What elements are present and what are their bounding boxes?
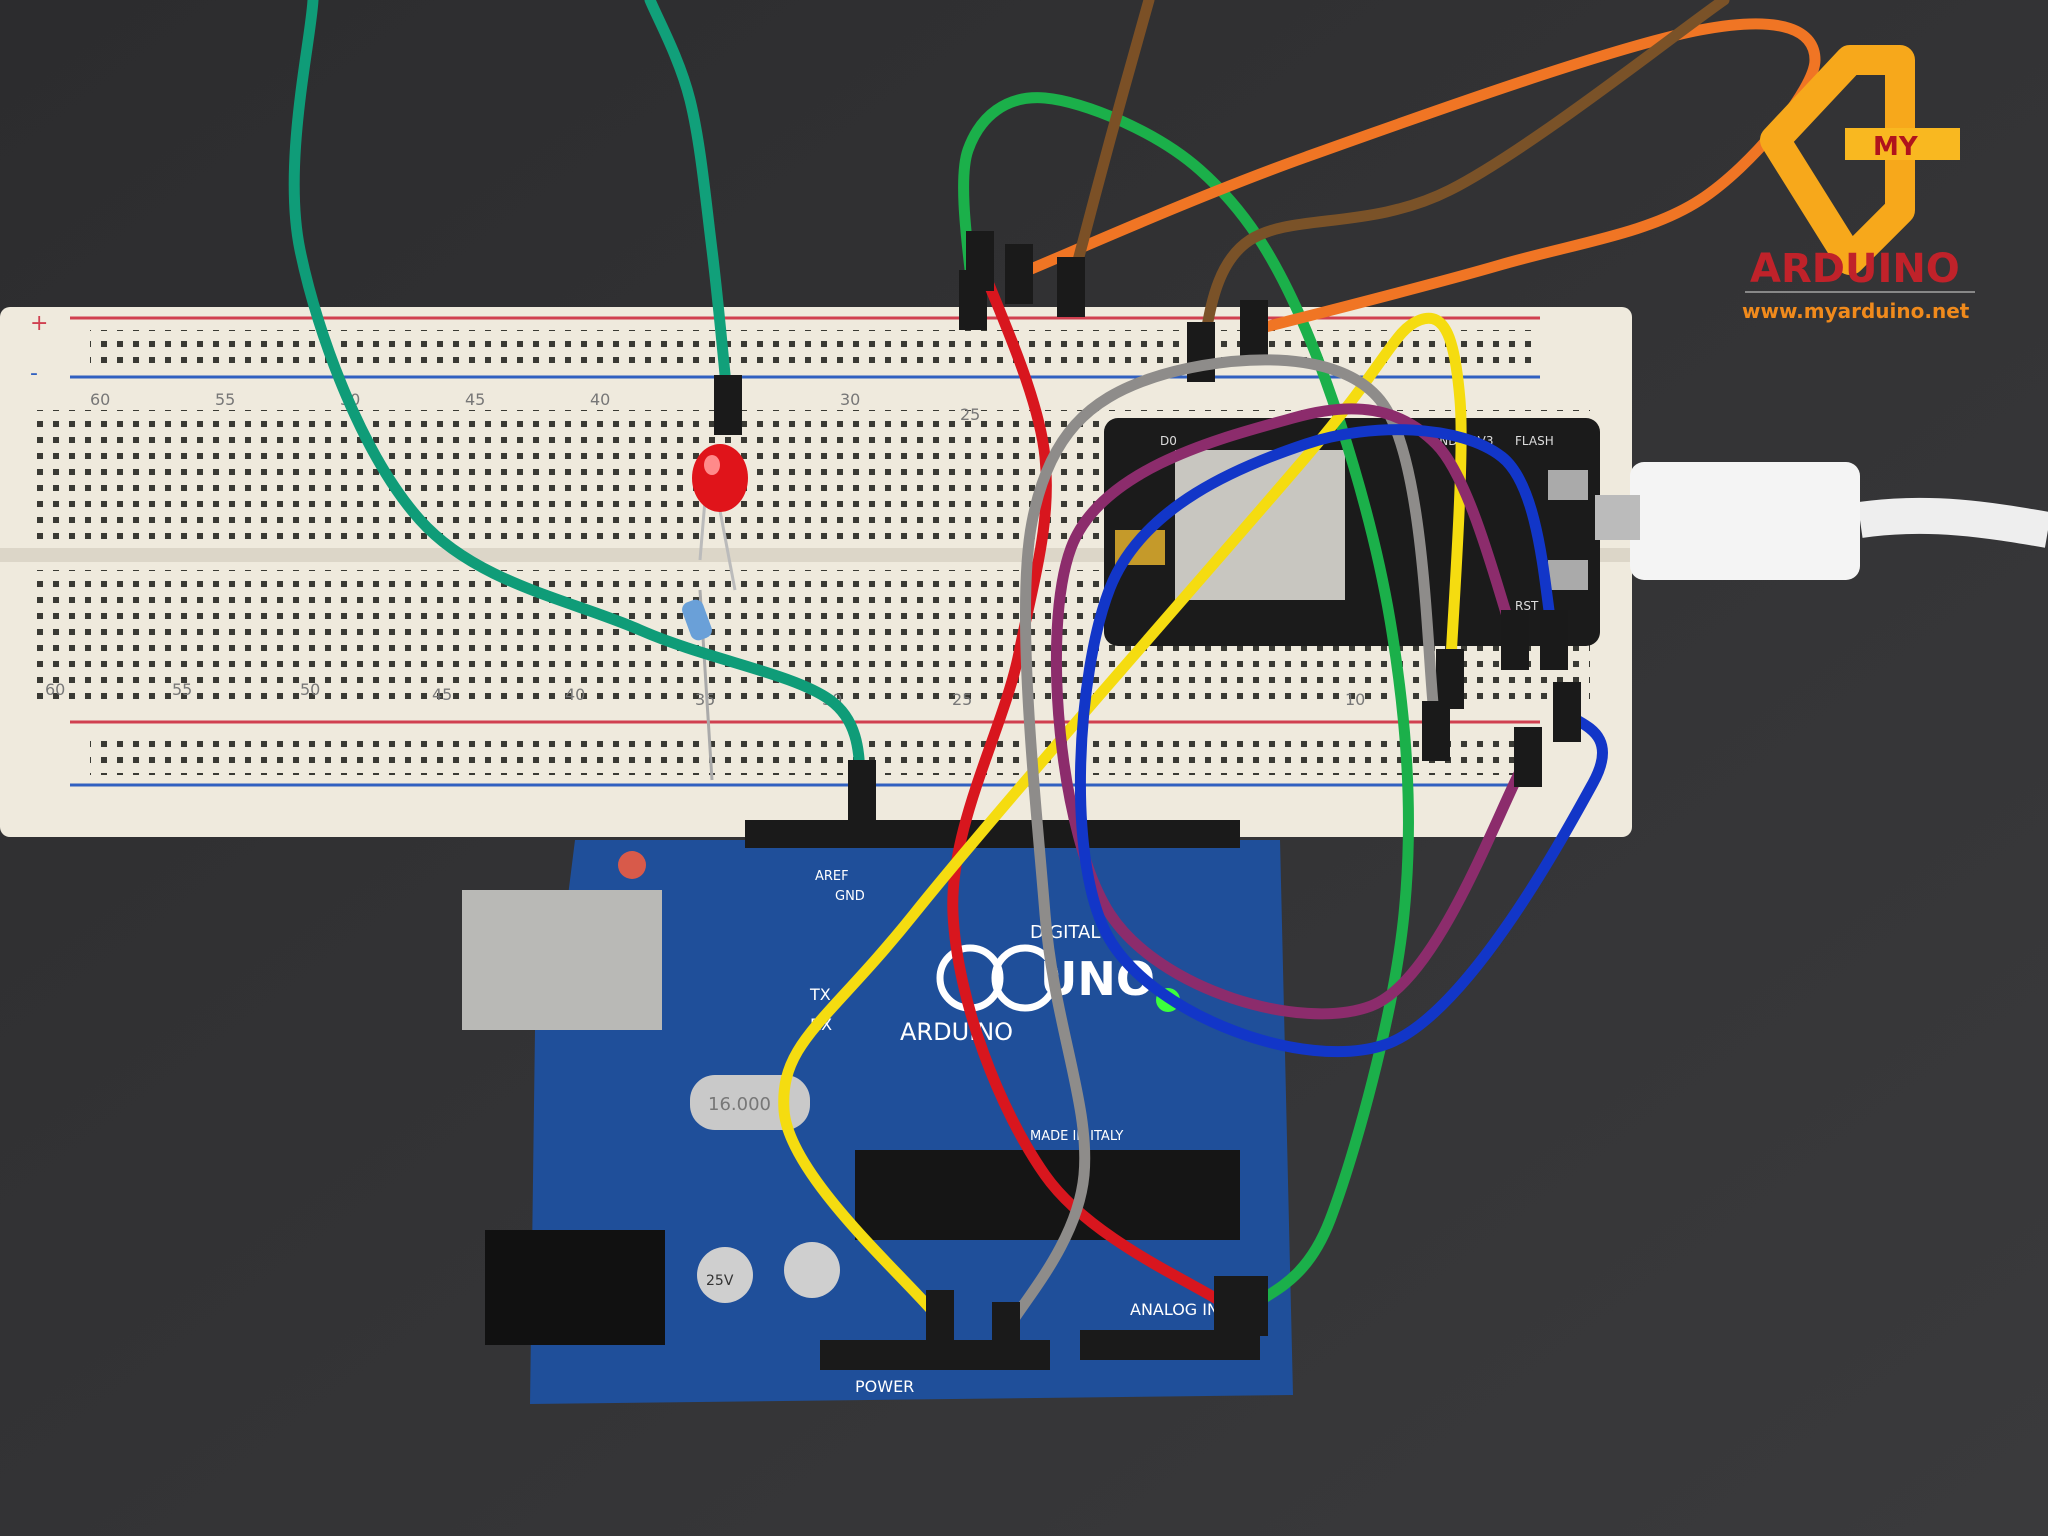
wire-purple [1051,403,1534,1020]
cap-label: 25V [706,1273,734,1289]
bb-number: 40 [565,685,585,704]
bb-number: 40 [590,390,610,409]
bb-number: 60 [45,680,65,699]
dupont-connector [1005,244,1033,304]
wire-teal-a [644,0,734,411]
myarduino-logo: MY ARDUINO www.myarduino.net [1742,45,1975,323]
aref-label: AREF [815,869,849,884]
wire-brown-b [1195,0,1730,358]
wire-blue [1074,424,1608,1058]
dupont-connector [1514,727,1542,787]
dupont-connector [1436,649,1464,709]
dupont-connector [1422,701,1450,761]
dupont-connector [926,1290,954,1350]
dupont-connector [1057,257,1085,317]
analog-label: ANALOG IN [1130,1300,1219,1319]
wire-teal-b [288,0,868,796]
bb-number: 55 [215,390,235,409]
reset-button[interactable] [618,851,646,879]
bb-number: 50 [300,680,320,699]
node-label: D0 [1160,434,1177,448]
capacitor [697,1247,753,1303]
micro-usb-cable [1595,462,2048,580]
node-label: RST [1515,599,1539,613]
bb-number: 60 [90,390,110,409]
tx-label: TX [809,985,831,1004]
arduino-text: ARDUINO [900,1018,1013,1046]
dupont-connector [1540,610,1568,670]
bb-number: 35 [695,690,715,709]
wire-red [947,255,1234,1312]
jumper-wires [288,0,1821,1362]
dupont-connector [1240,1276,1268,1336]
led [692,444,748,591]
logo-url: www.myarduino.net [1742,299,1970,323]
usb-b-port [462,890,662,1030]
power-label: POWER [855,1377,914,1396]
dupont-connector [966,231,994,291]
dc-jack [485,1230,665,1345]
wire-orange [1013,18,1821,336]
bb-number: 55 [172,680,192,699]
minus-label: - [30,361,38,386]
bb-number: 25 [952,690,972,709]
node-label: FLASH [1515,434,1554,448]
capacitor [784,1242,840,1298]
bb-number: 45 [465,390,485,409]
dupont-connector [848,760,876,820]
resistor [682,589,714,781]
atmega-chip [855,1150,1240,1240]
dupont-connector [1240,300,1268,360]
gnd-label: GND [835,889,865,904]
dupont-connector [714,375,742,435]
logo-brand: ARDUINO [1750,246,1960,292]
plus-label: + [30,311,48,336]
dupont-connector [1501,610,1529,670]
bb-number: 30 [840,390,860,409]
logo-badge-text: MY [1873,132,1919,162]
dupont-connector [1553,682,1581,742]
dupont-connector [1214,1276,1242,1336]
wire-brown [1065,0,1155,293]
bb-number: 25 [960,405,980,424]
led-bulb [692,444,748,512]
wire-yellow [778,312,1467,1326]
made-in-label: MADE IN ITALY [1030,1129,1123,1144]
bb-number: 10 [1345,690,1365,709]
crystal-text: 16.000 [708,1094,771,1115]
rst-button[interactable] [1548,560,1588,590]
dupont-connector [992,1302,1020,1362]
flash-button[interactable] [1548,470,1588,500]
arduino-uno-board: UNO ARDUINO DIGITAL POWER ANALOG IN MADE… [462,820,1293,1404]
bb-number: 45 [432,685,452,704]
